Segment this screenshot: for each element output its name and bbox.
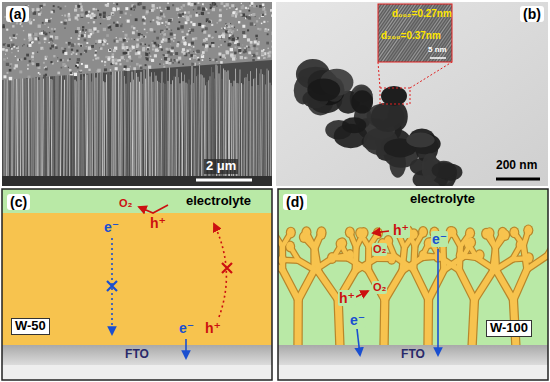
band-label: FTO — [125, 348, 149, 362]
tem-image — [276, 2, 548, 186]
lattice-spacing: d₀₀₂=0.27nm — [392, 8, 452, 20]
scale-label: 2 μm — [204, 159, 238, 174]
scale-label: 200 nm — [496, 159, 537, 173]
hole-label: h⁺ — [338, 290, 356, 306]
band-label: electrolyte — [409, 192, 476, 207]
electron-label: e⁻ — [104, 219, 119, 235]
panel-letter: (d) — [283, 194, 307, 210]
band-label: W-50 — [11, 318, 50, 335]
branched-film-scheme — [242, 189, 550, 380]
band-region: W-50 — [3, 213, 271, 345]
panel-letter: (b) — [520, 6, 544, 22]
lattice-spacing: d₂₀₀=0.37nm — [381, 30, 441, 42]
band-region: FTO — [3, 345, 271, 365]
sample-label: W-100 — [486, 320, 532, 337]
hole-label: h⁺ — [150, 215, 166, 231]
oxygen-label: O₂ — [372, 281, 387, 294]
scale-label: 5 nm — [428, 45, 447, 54]
hole-label: h⁺ — [392, 222, 410, 238]
sem-image — [2, 2, 272, 186]
oxygen-label: O₂ — [372, 243, 387, 256]
band-label: electrolyte — [186, 194, 251, 209]
oxygen-label: O₂ — [119, 197, 132, 210]
electron-label: e⁻ — [431, 231, 448, 247]
hole-label: h⁺ — [205, 320, 221, 336]
compact-film-scheme — [2, 189, 272, 380]
panel-frames — [2, 189, 548, 380]
electron-label: e⁻ — [179, 320, 194, 336]
band-region: electrolyte — [3, 190, 271, 213]
panel-letter: (a) — [6, 6, 29, 22]
electron-label: e⁻ — [349, 312, 366, 328]
band-region: FTO — [279, 345, 547, 365]
panel-letter: (c) — [7, 194, 30, 210]
band-label: FTO — [401, 348, 425, 362]
